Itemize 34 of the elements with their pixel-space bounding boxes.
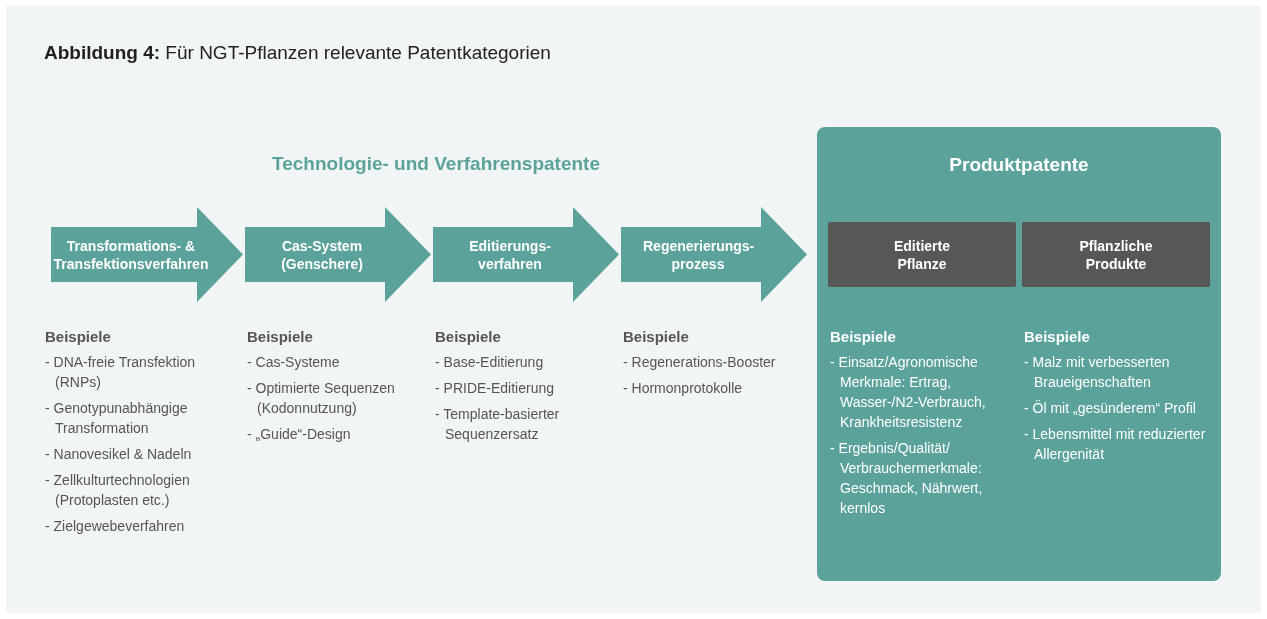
category-box: Editierte Pflanze [828,222,1016,287]
example-heading: Beispiele [435,327,502,347]
example-item: - Zielgewebeverfahren [45,517,186,536]
example-item: - Cas-Systeme [247,353,341,372]
example-item: - „Guide“-Design [247,425,352,444]
example-heading: Beispiele [45,327,112,347]
figure-title: Abbildung 4: Für NGT-Pflanzen relevante Patentkategorien [44,42,551,64]
panel [817,127,1221,581]
example-item: - Nanovesikel & Nadeln [45,445,193,464]
step-label: Regenerierungs- prozess [643,236,753,273]
example-item: - Optimierte Sequenzen (Kodonnutzung) [247,379,396,418]
panel-heading: Produktpatente [948,154,1090,176]
section-heading: Technologie- und Verfahrenspatente [272,153,600,175]
example-heading: Beispiele [1024,327,1091,347]
step-label: Cas-System (Genschere) [280,236,364,273]
example-item: - Einsatz/Agronomische Merkmale: Ertrag, Wasser-/N2-Verbrauch, Krankheitsresistenz [830,353,987,432]
example-heading: Beispiele [247,327,314,347]
example-item: - Regenerations-Booster [623,353,777,372]
example-item: - Hormonprotokolle [623,379,744,398]
example-item: - PRIDE-Editierung [435,379,556,398]
example-heading: Beispiele [623,327,690,347]
example-item: - Zellkulturtechnologien (Protoplasten etc.) [45,471,191,510]
example-item: - Lebensmittel mit reduzierter Allergenität [1024,425,1207,464]
example-item: - Genotypunabhängige Transformation [45,399,189,438]
example-item: - Ergebnis/Qualität/ Verbrauchermerkmale: Geschmack, Nährwert, kernlos [830,439,984,518]
step-label: Transformations- & Transfektionsverfahren [53,236,209,273]
example-item: - Öl mit „gesünderem“ Profil [1024,399,1197,418]
example-item: - DNA-freie Transfektion (RNPs) [45,353,197,392]
example-item: - Base-Editierung [435,353,545,372]
example-item: - Template-basierter Sequenzersatz [435,405,561,444]
category-box: Pflanzliche Produkte [1022,222,1210,287]
example-item: - Malz mit verbesserten Braueigenschaften [1024,353,1171,392]
example-heading: Beispiele [830,327,897,347]
step-label: Editierungs- verfahren [468,236,552,273]
